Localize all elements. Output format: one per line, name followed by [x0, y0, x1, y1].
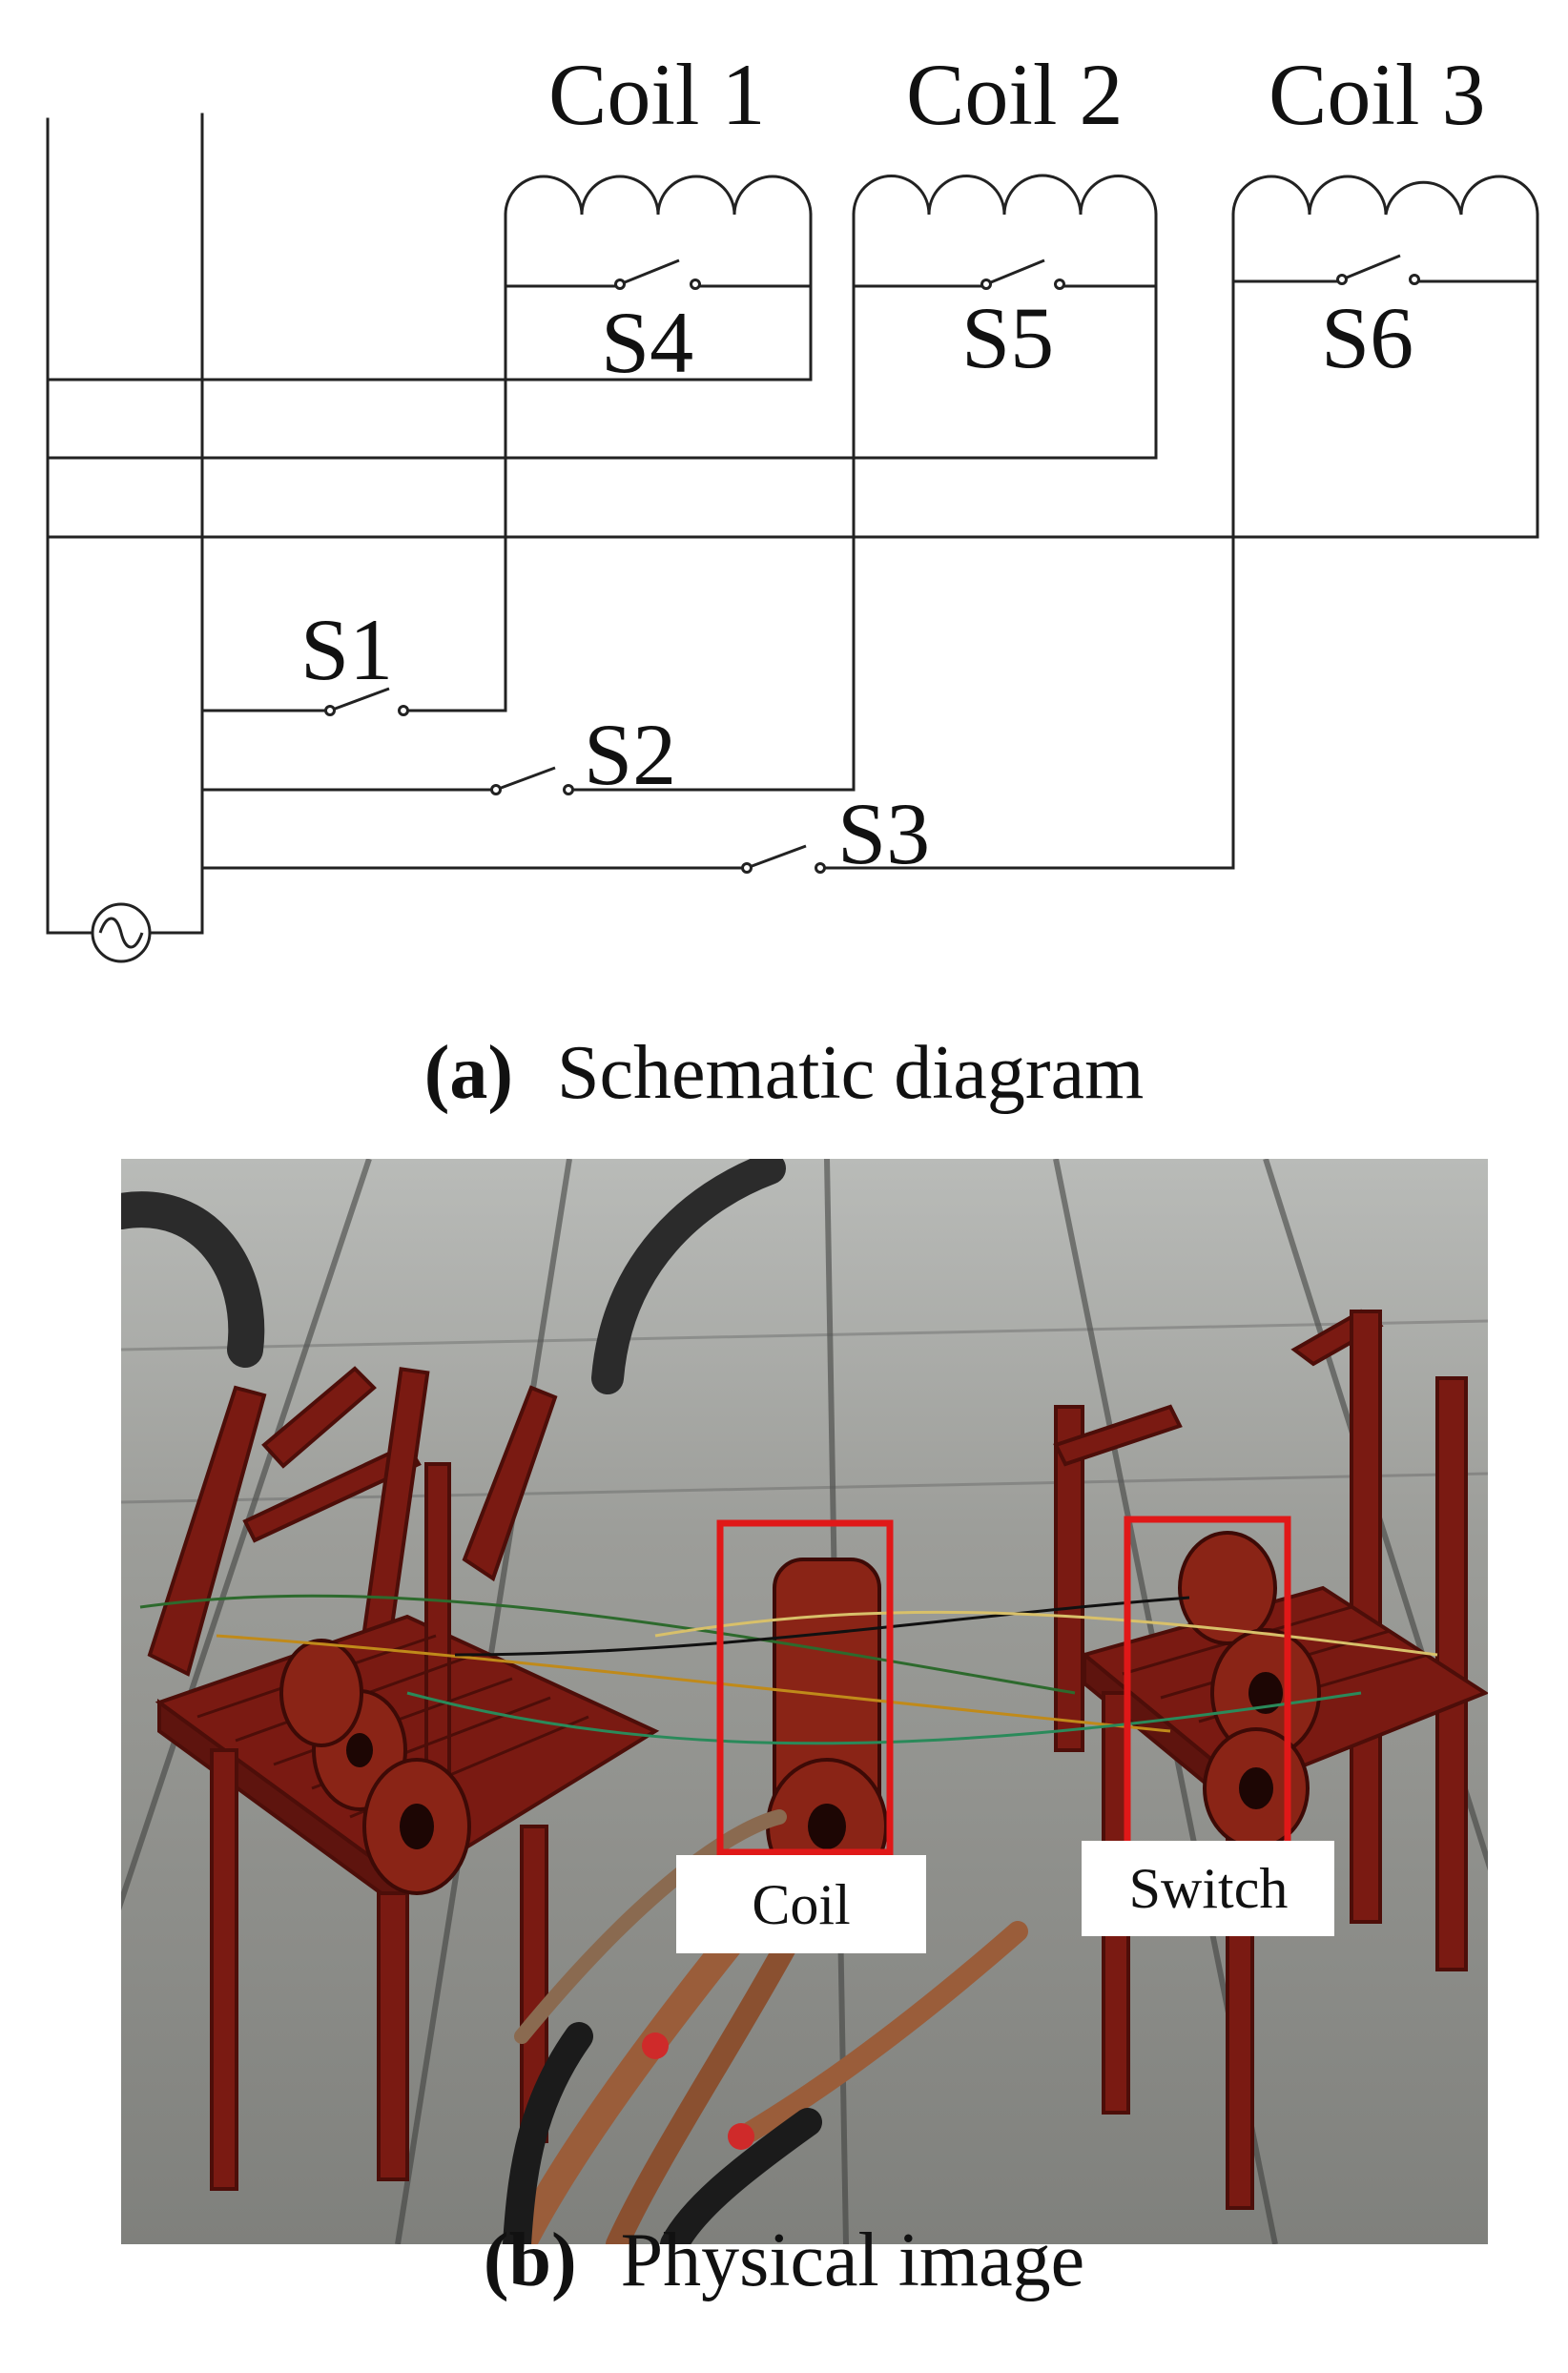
coil-3-label: Coil 3: [1269, 46, 1485, 143]
s4-label: S4: [601, 294, 693, 391]
ac-source-icon: [91, 902, 152, 963]
caption-b: (b) Physical image: [0, 2218, 1568, 2304]
caption-a-text: Schematic diagram: [556, 1031, 1145, 1115]
s3-label: S3: [837, 785, 930, 882]
coil-1-label: Coil 1: [548, 46, 765, 143]
s1-label: S1: [300, 601, 393, 698]
caption-b-tag: (b): [483, 2218, 577, 2302]
coil-3-winding: [1231, 175, 1539, 216]
coil-highlight-box: [716, 1519, 894, 1856]
caption-a-tag: (a): [423, 1031, 513, 1115]
physical-photo: Coil Switch: [121, 1159, 1488, 2244]
caption-a: (a) Schematic diagram: [0, 1030, 1568, 1117]
coil-2-label: Coil 2: [906, 46, 1123, 143]
s6-label: S6: [1321, 289, 1413, 386]
switch-s3: [741, 844, 826, 874]
caption-b-text: Physical image: [620, 2218, 1085, 2302]
switch-s6: [1336, 254, 1420, 285]
s5-label: S5: [961, 289, 1054, 386]
schematic-diagram: Coil 1 Coil 2 Coil 3 S4 S5 S6 S1 S2 S3: [46, 46, 1539, 963]
switch-s1: [324, 687, 409, 716]
coil-1-winding: [504, 175, 813, 216]
s2-label: S2: [584, 706, 676, 803]
coil-2-winding: [852, 174, 1158, 216]
copper-cable: [507, 1927, 746, 2244]
switch-s5: [980, 258, 1065, 290]
coil-label: Coil: [752, 1873, 850, 1936]
power-cable: [121, 1191, 265, 1368]
switch-label: Switch: [1129, 1857, 1289, 1920]
switch-s2: [490, 766, 574, 795]
switch-s4: [614, 258, 701, 290]
